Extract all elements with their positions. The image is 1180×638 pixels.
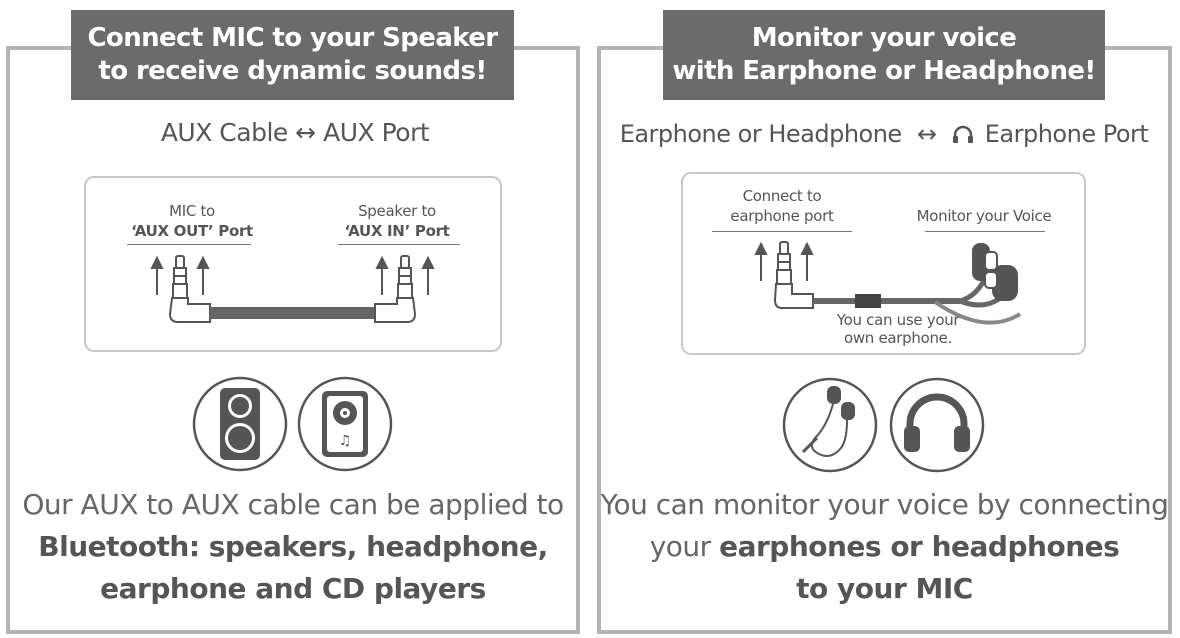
label-line-bold: ‘AUX OUT’ Port — [131, 222, 253, 240]
banner-line-2: to receive dynamic sounds! — [98, 56, 487, 86]
aux-cable-icon — [150, 255, 435, 323]
note-line-2: own earphone. — [843, 329, 953, 347]
earphone-diagram — [681, 172, 1086, 355]
banner-line-2: with Earphone or Headphone! — [672, 56, 1096, 86]
label-underline — [127, 244, 251, 245]
label-line: Speaker to — [358, 202, 436, 220]
description-line-2: your earphones or headphones — [649, 530, 1120, 563]
description-line-1: You can monitor your voice by connecting — [600, 488, 1169, 521]
label-underline — [712, 231, 852, 232]
banner-line-1: Monitor your voice — [751, 23, 1017, 53]
speaker-aux-in-label: Speaker to ‘AUX IN’ Port — [322, 201, 472, 241]
aux-description: Our AUX to AUX cable can be applied to B… — [10, 484, 576, 610]
label-line: earphone port — [730, 207, 834, 225]
monitor-voice-label: Monitor your Voice — [916, 207, 1052, 225]
subtitle-part-2: Earphone Port — [984, 120, 1149, 148]
headphone-icon — [889, 377, 985, 473]
description-line-2: Bluetooth: speakers, headphone, — [38, 530, 548, 563]
description-line-1: Our AUX to AUX cable can be applied to — [22, 488, 564, 521]
aux-panel-banner: Connect MIC to your Speaker to receive d… — [71, 10, 514, 100]
monitor-description: You can monitor your voice by connecting… — [600, 484, 1169, 610]
earphone-cable-icon — [754, 241, 1022, 325]
label-underline — [925, 231, 1045, 232]
earphone-icon — [782, 377, 878, 473]
music-player-icon: ♫ — [297, 376, 393, 472]
description-line-3: to your MIC — [796, 572, 973, 605]
monitor-panel-banner: Monitor your voice with Earphone or Head… — [663, 10, 1105, 100]
label-line: Connect to — [742, 187, 822, 205]
subtitle-arrow: ↔ — [916, 120, 937, 148]
note-line-1: You can use your — [836, 311, 960, 329]
own-earphone-note: You can use your own earphone. — [820, 311, 976, 347]
label-underline — [338, 244, 460, 245]
banner-line-1: Connect MIC to your Speaker — [87, 23, 498, 53]
earphone-port-label: Connect to earphone port — [712, 186, 852, 226]
aux-subtitle: AUX Cable ↔ AUX Port — [160, 118, 430, 147]
subtitle-part-1: Earphone or Headphone — [619, 120, 903, 148]
label-line-bold: ‘AUX IN’ Port — [344, 222, 450, 240]
description-line-3: earphone and CD players — [100, 572, 486, 605]
headphone-small-icon — [952, 125, 973, 143]
monitor-subtitle: Earphone or Headphone ↔ Earphone Port — [610, 120, 1158, 148]
speaker-icon — [192, 376, 288, 472]
svg-text:♫: ♫ — [339, 433, 352, 449]
mic-aux-out-label: MIC to ‘AUX OUT’ Port — [117, 201, 267, 241]
label-line: MIC to — [169, 202, 215, 220]
